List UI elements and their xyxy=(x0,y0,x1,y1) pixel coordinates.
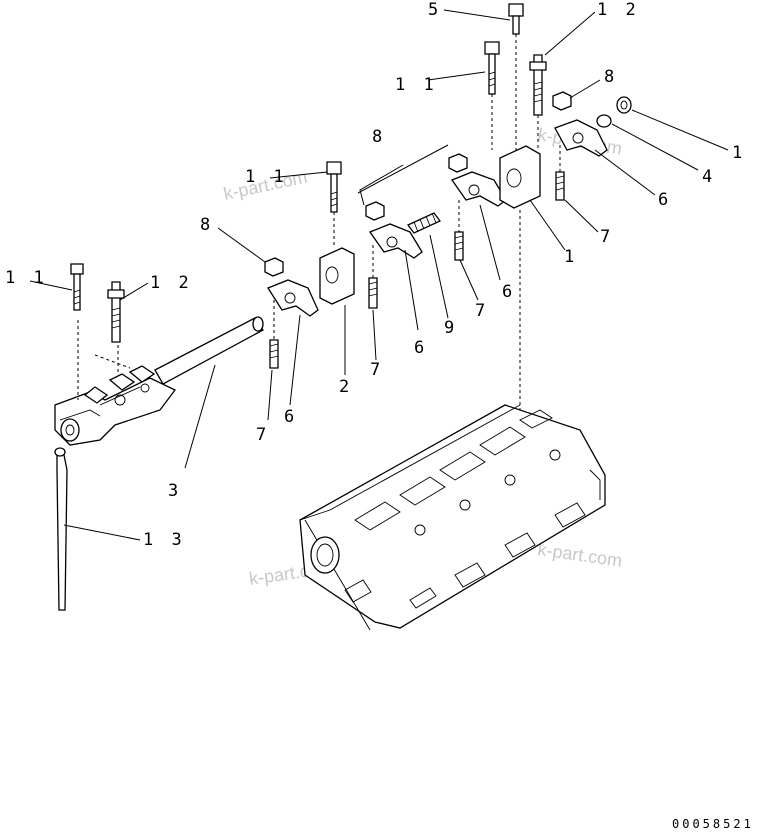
callout-11: 1 1 xyxy=(5,268,48,288)
push-rod-13 xyxy=(54,447,68,611)
callout-6: 6 xyxy=(414,338,428,358)
callout-11: 1 1 xyxy=(395,75,438,95)
callout-4: 4 xyxy=(702,167,716,187)
callout-7: 7 xyxy=(475,301,489,321)
callout-2: 2 xyxy=(339,377,353,397)
plug-4 xyxy=(596,114,612,128)
spring-9 xyxy=(406,212,442,234)
bolt-5 xyxy=(508,3,524,150)
callout-7: 7 xyxy=(256,425,270,445)
callout-12: 1 2 xyxy=(150,273,193,293)
callout-9: 9 xyxy=(444,318,458,338)
leader-lines xyxy=(29,9,729,541)
nut-8-right xyxy=(552,91,572,111)
callout-6: 6 xyxy=(284,407,298,427)
callout-6: 6 xyxy=(658,190,672,210)
bolt-11-left xyxy=(70,263,84,311)
adjust-screw-7-middle xyxy=(368,245,378,309)
rocker-support-2 xyxy=(319,247,355,305)
callout-8: 8 xyxy=(200,215,214,235)
callout-7: 7 xyxy=(370,360,384,380)
callout-11: 1 1 xyxy=(245,167,288,187)
callout-3: 3 xyxy=(168,481,182,501)
rocker-arm-6-right xyxy=(554,119,608,157)
snap-ring-10 xyxy=(616,96,632,114)
rocker-arm-6-left xyxy=(267,279,319,317)
callout-8: 8 xyxy=(604,67,618,87)
callout-10: 1 0 xyxy=(732,143,757,163)
nut-8-middle xyxy=(365,201,385,221)
bolt-11-upper xyxy=(484,41,500,150)
callout-5: 5 xyxy=(428,0,442,20)
rocker-arm-6-middle xyxy=(368,223,423,259)
callout-6: 6 xyxy=(502,282,516,302)
rocker-shaft-assembly xyxy=(54,316,264,446)
stud-12-upper xyxy=(529,54,547,150)
adjust-screw-7-center xyxy=(454,200,464,261)
watermark: k-part.com xyxy=(536,539,623,571)
adjust-screw-7-right xyxy=(555,145,565,201)
rocker-arm-6-center xyxy=(450,171,507,207)
adjust-screw-7-left xyxy=(269,300,279,369)
nut-8-left xyxy=(264,257,284,277)
rocker-support-1 xyxy=(499,145,541,410)
drawing-code: 00058521 xyxy=(672,817,754,831)
callout-8: 8 xyxy=(372,127,386,147)
callout-7: 7 xyxy=(600,227,614,247)
callout-12: 1 2 xyxy=(597,0,640,20)
bolt-11-middle xyxy=(326,161,342,245)
callout-13: 1 3 xyxy=(143,530,186,550)
nut-8-upper xyxy=(448,153,468,173)
cylinder-head xyxy=(299,404,606,631)
callout-1: 1 xyxy=(564,247,578,267)
stud-12-left xyxy=(107,281,125,343)
